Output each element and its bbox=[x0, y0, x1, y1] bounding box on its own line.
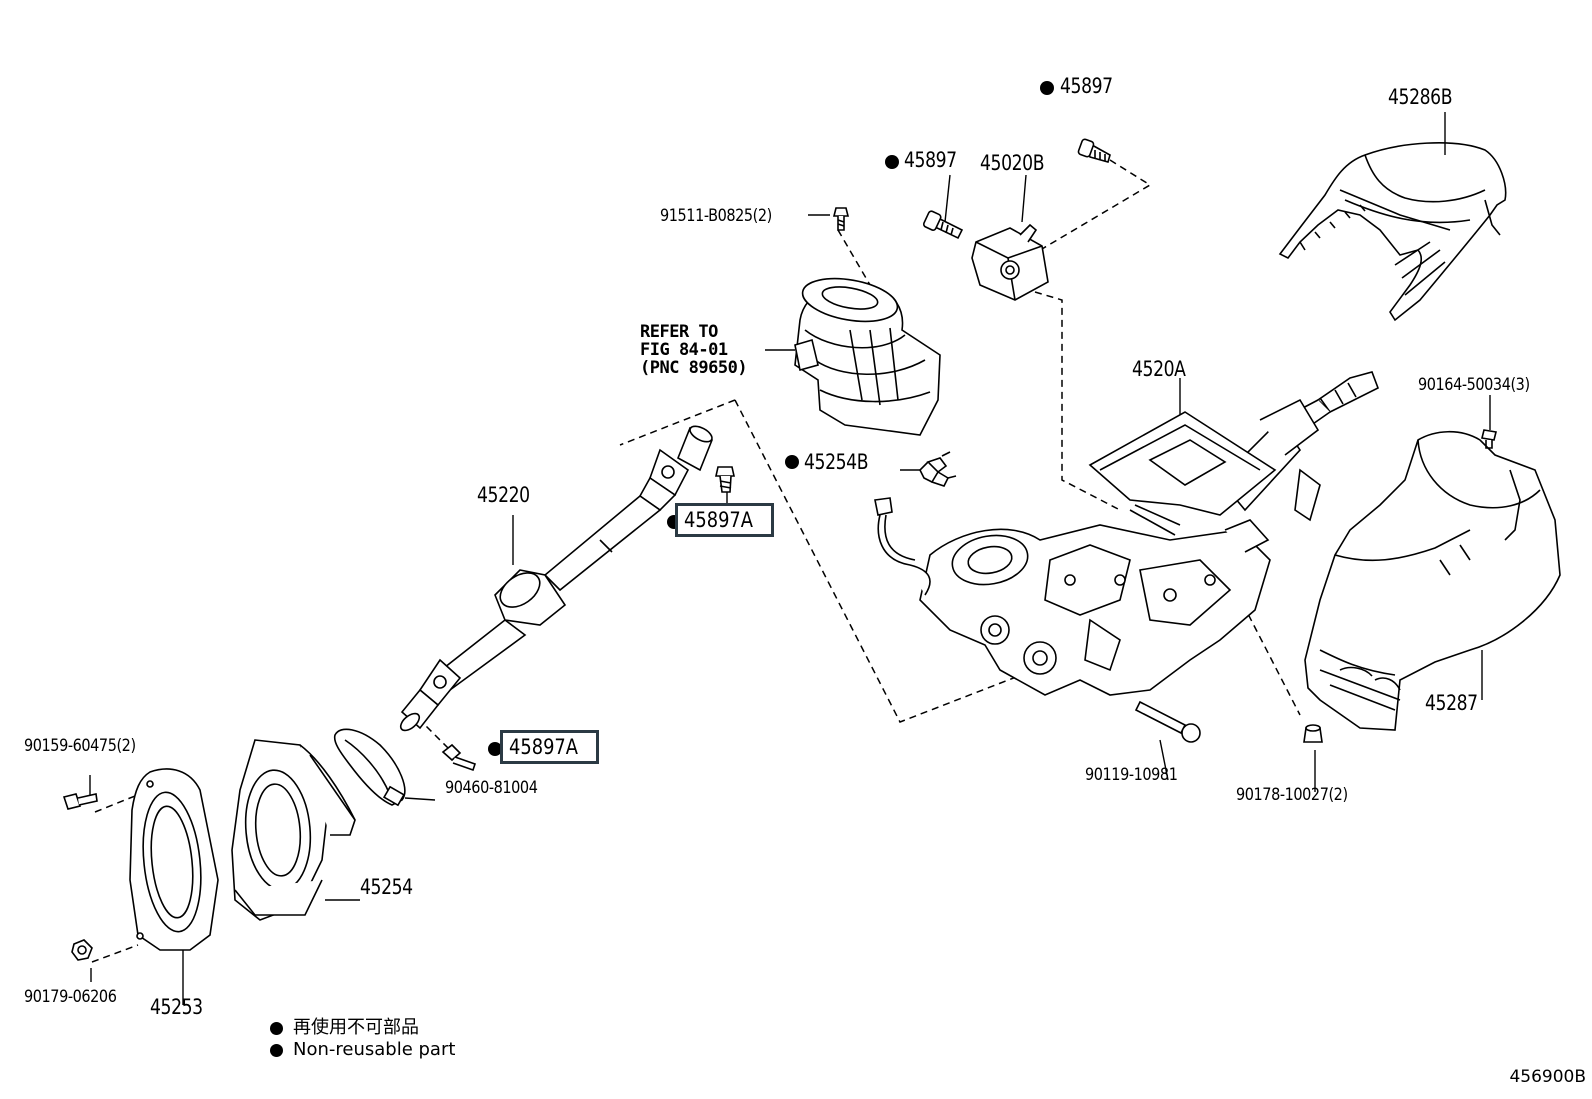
label-45253: 45253 bbox=[150, 995, 203, 1019]
label-90119-10981: 90119-10981 bbox=[1085, 765, 1178, 785]
label-91511-b0825: 91511-B0825(2) bbox=[660, 206, 772, 226]
intermediate-shaft-45220 bbox=[398, 423, 715, 734]
label-45897a-upper-text: 45897A bbox=[684, 508, 753, 532]
non-reusable-marker bbox=[1040, 81, 1054, 95]
label-45220: 45220 bbox=[477, 483, 530, 507]
label-refer-to-fig: REFER TO FIG 84-01 (PNC 89650) bbox=[640, 322, 748, 378]
switch-block-45020b bbox=[972, 225, 1048, 300]
label-45897a-lower-text: 45897A bbox=[509, 735, 578, 759]
label-45287: 45287 bbox=[1425, 691, 1478, 715]
lower-column-cover-45287 bbox=[1305, 432, 1560, 730]
label-4520a: 4520A bbox=[1132, 357, 1186, 381]
pin-90164 bbox=[1482, 430, 1496, 448]
legend-dot bbox=[270, 1021, 283, 1035]
label-45897a-lower: 45897A bbox=[500, 730, 600, 764]
label-90178-10027: 90178-10027(2) bbox=[1236, 785, 1348, 805]
spiral-cable-89650 bbox=[795, 272, 940, 435]
label-45286b: 45286B bbox=[1388, 85, 1453, 109]
non-reusable-marker bbox=[488, 742, 502, 756]
refer-line-2: FIG 84-01 bbox=[640, 340, 728, 360]
bolt-90159 bbox=[64, 794, 97, 809]
bolt-45897a-lower bbox=[443, 745, 475, 770]
figure-id: 456900B bbox=[1509, 1067, 1586, 1087]
legend-dot bbox=[270, 1043, 283, 1057]
clip-45254b bbox=[920, 452, 956, 486]
bolt-45897a-upper bbox=[716, 467, 734, 492]
label-45254b: 45254B bbox=[804, 450, 869, 474]
label-90460-81004: 90460-81004 bbox=[445, 778, 538, 798]
label-90159-60475: 90159-60475(2) bbox=[24, 736, 136, 756]
label-90179-06206: 90179-06206 bbox=[24, 987, 117, 1007]
label-90164-50034: 90164-50034(3) bbox=[1418, 375, 1530, 395]
screw-45897-top bbox=[1078, 138, 1110, 162]
plate-45253 bbox=[130, 769, 218, 950]
legend-text-jp: 再使用不可部品 bbox=[293, 1017, 419, 1038]
cap-90178 bbox=[1304, 725, 1322, 742]
bolt-91511 bbox=[834, 208, 848, 230]
bolt-90119 bbox=[1136, 702, 1200, 742]
legend-non-reusable-en: Non-reusable part bbox=[270, 1039, 455, 1060]
non-reusable-marker bbox=[785, 455, 799, 469]
refer-line-1: REFER TO bbox=[640, 322, 718, 342]
legend-text-en: Non-reusable part bbox=[293, 1039, 456, 1060]
label-45897-mid: 45897 bbox=[904, 148, 957, 172]
upper-column-cover-45286b bbox=[1280, 143, 1506, 320]
screw-45897-mid bbox=[923, 210, 962, 238]
label-45897-top: 45897 bbox=[1060, 74, 1113, 98]
label-45020b: 45020B bbox=[980, 151, 1045, 175]
label-45254: 45254 bbox=[360, 875, 413, 899]
column-assembly-4520a bbox=[875, 372, 1378, 695]
legend-non-reusable-jp: 再使用不可部品 bbox=[270, 1013, 419, 1039]
nut-90179 bbox=[72, 940, 92, 960]
hole-cover-45254 bbox=[232, 740, 355, 920]
clamp-90460 bbox=[335, 729, 405, 805]
refer-line-3: (PNC 89650) bbox=[640, 358, 748, 378]
non-reusable-marker bbox=[885, 155, 899, 169]
label-45897a-upper: 45897A bbox=[675, 503, 775, 537]
